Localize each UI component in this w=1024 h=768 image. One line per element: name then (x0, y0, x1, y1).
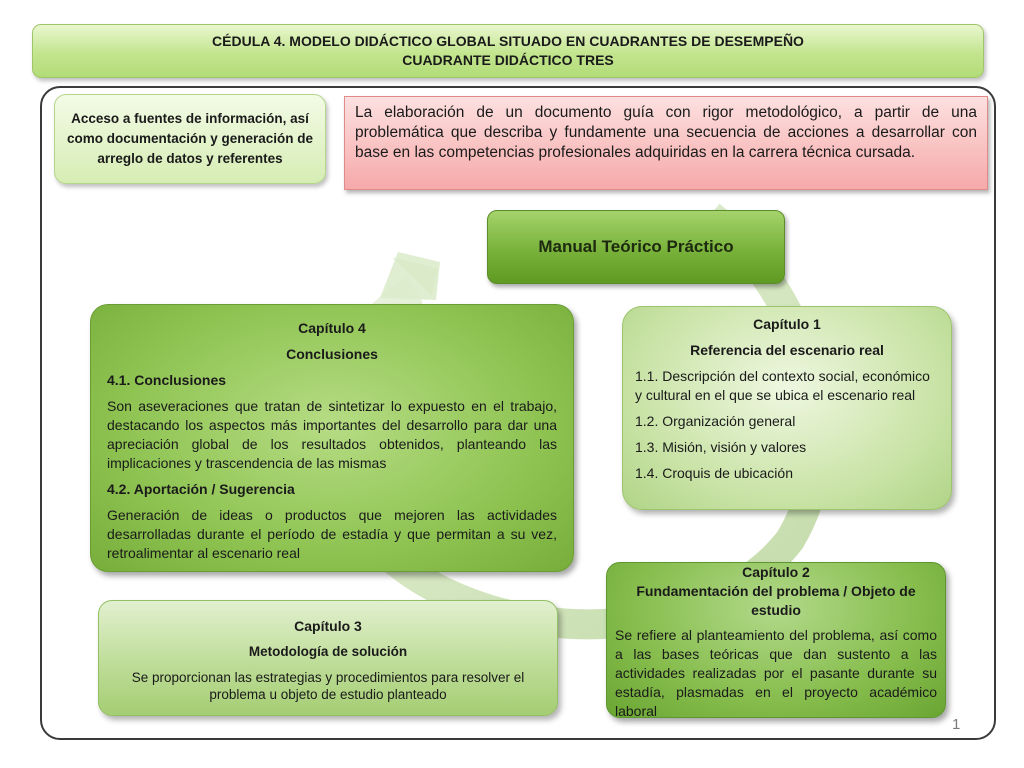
chapter-4-section-1-text: Son aseveraciones que tratan de sintetiz… (107, 398, 557, 471)
chapter-3-heading: Capítulo 3 (294, 618, 362, 634)
definition-text: La elaboración de un documento guía con … (355, 104, 977, 161)
page-number: 1 (952, 716, 961, 733)
information-sources-box: Acceso a fuentes de información, así com… (54, 94, 326, 184)
chapter-4-box: Capítulo 4 Conclusiones 4.1. Conclusione… (90, 304, 574, 572)
title-line-2: CUADRANTE DIDÁCTICO TRES (402, 52, 614, 68)
title-line-1: CÉDULA 4. MODELO DIDÁCTICO GLOBAL SITUAD… (212, 33, 804, 49)
definition-box: La elaboración de un documento guía con … (344, 96, 988, 190)
chapter-2-text: Se refiere al planteamiento del problema… (615, 627, 937, 719)
chapter-3-box: Capítulo 3 Metodología de solución Se pr… (98, 600, 558, 716)
manual-title: Manual Teórico Práctico (538, 237, 734, 256)
chapter-1-item: 1.4. Croquis de ubicación (635, 465, 793, 481)
chapter-1-heading: Capítulo 1 (753, 316, 821, 332)
chapter-2-box: Capítulo 2 Fundamentación del problema /… (606, 562, 946, 719)
chapter-1-item: 1.1. Descripción del contexto social, ec… (635, 368, 930, 403)
chapter-1-item: 1.2. Organización general (635, 413, 796, 429)
information-sources-text: Acceso a fuentes de información, así com… (66, 111, 314, 166)
title-banner: CÉDULA 4. MODELO DIDÁCTICO GLOBAL SITUAD… (32, 24, 984, 78)
chapter-1-box: Capítulo 1 Referencia del escenario real… (622, 306, 952, 510)
chapter-2-heading: Capítulo 2 (742, 564, 810, 580)
chapter-4-section-2-text: Generación de ideas o productos que mejo… (107, 507, 557, 561)
chapter-1-item: 1.3. Misión, visión y valores (635, 439, 807, 455)
diagram-frame (40, 86, 996, 740)
chapter-4-section-1-title: 4.1. Conclusiones (107, 372, 227, 388)
chapter-3-text: Se proporcionan las estrategias y proced… (131, 670, 525, 702)
chapter-4-section-2-title: 4.2. Aportación / Sugerencia (107, 481, 295, 497)
manual-title-box: Manual Teórico Práctico (487, 210, 785, 284)
chapter-4-subheading: Conclusiones (286, 346, 378, 362)
chapter-4-heading: Capítulo 4 (298, 320, 366, 336)
chapter-3-subheading: Metodología de solución (248, 644, 408, 659)
chapter-1-subheading: Referencia del escenario real (690, 342, 884, 358)
chapter-2-subheading: Fundamentación del problema / Objeto de … (636, 583, 916, 618)
